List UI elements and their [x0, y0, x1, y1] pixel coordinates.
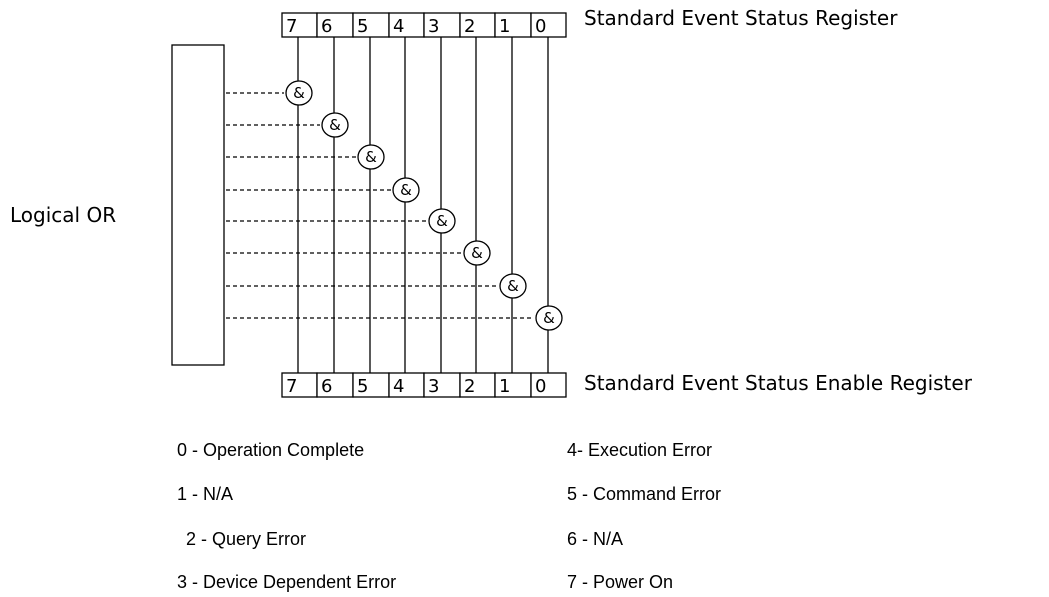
enable-register-bit-cell: [459, 372, 496, 398]
status-register-bit-1: 1: [494, 12, 532, 38]
enable-register-bit-label: 2: [464, 376, 475, 397]
status-register-bit-2: 2: [459, 12, 496, 38]
logical-or-block: [171, 44, 225, 366]
status-register-bit-0: 0: [530, 12, 567, 38]
enable-register-bit-0: 0: [530, 372, 567, 398]
legend-item-bit-7: 7 - Power On: [567, 572, 674, 592]
and-gate-symbol: &: [436, 212, 448, 230]
legend-item-bit-4: 4- Execution Error: [567, 440, 713, 460]
enable-register-bit-label: 5: [357, 376, 368, 397]
and-gate-circle: [321, 112, 349, 138]
enable-register-bit-3: 3: [423, 372, 461, 398]
legend-item-bit-1: 1 - N/A: [177, 484, 234, 504]
status-register-bit-cell: [530, 12, 567, 38]
enable-register-bit-6: 6: [316, 372, 354, 398]
and-gate-symbol: &: [365, 148, 377, 166]
and-gate-circle: [357, 144, 385, 170]
status-register-diagram: Logical OR 7 6 5 4 3 2 1 0 Standard Event Statu…: [10, 6, 973, 398]
enable-register: 7 6 5 4 3 2 1 0: [281, 372, 567, 398]
legend-item-bit-3: 3 - Device Dependent Error: [177, 572, 397, 592]
status-register-bit-label: 3: [428, 16, 439, 37]
and-gate-bit-7: &: [285, 80, 313, 106]
enable-register-bit-label: 6: [321, 376, 332, 397]
legend-item-bit-2: 2 - Query Error: [186, 529, 307, 549]
status-register-bit-4: 4: [388, 12, 425, 38]
status-register-bit-cell: [316, 12, 354, 38]
enable-register-bit-4: 4: [388, 372, 425, 398]
status-register-bit-label: 0: [535, 16, 546, 37]
and-gate-symbol: &: [329, 116, 341, 134]
and-gate-bit-3: &: [428, 208, 456, 234]
and-gate-circle: [463, 240, 491, 266]
and-gate-symbol: &: [543, 309, 555, 327]
status-register-bit-label: 6: [321, 16, 332, 37]
legend-item-bit-0: 0 - Operation Complete: [177, 440, 365, 460]
status-register-bit-7: 7: [281, 12, 318, 38]
status-register-bit-cell: [494, 12, 532, 38]
status-register-bit-cell: [352, 12, 390, 38]
enable-register-bit-label: 0: [535, 376, 546, 397]
and-gate-bit-2: &: [463, 240, 491, 266]
and-gate-bit-0: &: [535, 305, 563, 331]
enable-register-bit-label: 3: [428, 376, 439, 397]
and-gate-bit-4: &: [392, 177, 420, 203]
status-register-bit-label: 7: [286, 16, 297, 37]
enable-register-bit-cell: [388, 372, 425, 398]
and-gate-symbol: &: [507, 277, 519, 295]
and-gate-circle: [285, 80, 313, 106]
enable-register-bit-cell: [281, 372, 318, 398]
status-register-bit-cell: [281, 12, 318, 38]
and-gate-circle: [392, 177, 420, 203]
and-gate-bit-1: &: [499, 273, 527, 299]
legend-item-bit-6: 6 - N/A: [567, 529, 624, 549]
and-gate-symbol: &: [471, 244, 483, 262]
status-register-bit-6: 6: [316, 12, 354, 38]
and-gate-circle: [535, 305, 563, 331]
status-register-bit-label: 4: [393, 16, 404, 37]
enable-register-bit-5: 5: [352, 372, 390, 398]
bit-connections: & & & & & & & &: [226, 37, 563, 373]
enable-register-title: Standard Event Status Enable Register: [584, 371, 973, 395]
enable-register-bit-label: 1: [499, 376, 510, 397]
and-gate-bit-6: &: [321, 112, 349, 138]
status-register-bit-cell: [423, 12, 461, 38]
enable-register-bit-cell: [423, 372, 461, 398]
enable-register-bit-cell: [316, 372, 354, 398]
status-register-bit-5: 5: [352, 12, 390, 38]
status-register-bit-label: 2: [464, 16, 475, 37]
enable-register-bit-1: 1: [494, 372, 532, 398]
status-register-title: Standard Event Status Register: [584, 6, 898, 30]
and-gate-circle: [499, 273, 527, 299]
and-gate-circle: [428, 208, 456, 234]
enable-register-bit-7: 7: [281, 372, 318, 398]
and-gate-symbol: &: [293, 84, 305, 102]
status-register-bit-3: 3: [423, 12, 461, 38]
status-register-bit-label: 5: [357, 16, 368, 37]
enable-register-bit-label: 4: [393, 376, 404, 397]
legend-item-bit-5: 5 - Command Error: [567, 484, 722, 504]
and-gate-bit-5: &: [357, 144, 385, 170]
logical-or-label: Logical OR: [10, 203, 116, 227]
enable-register-bit-2: 2: [459, 372, 496, 398]
status-register-bit-label: 1: [499, 16, 510, 37]
enable-register-bit-label: 7: [286, 376, 297, 397]
and-gate-symbol: &: [400, 181, 412, 199]
status-register: 7 6 5 4 3 2 1 0: [281, 12, 567, 38]
